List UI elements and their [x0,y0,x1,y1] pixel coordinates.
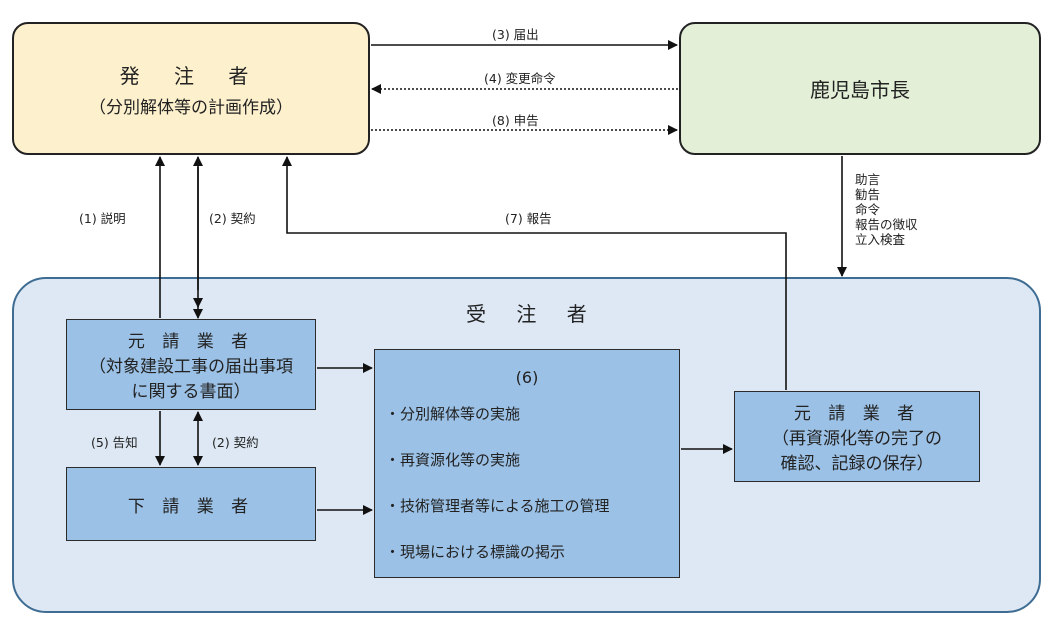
prime-contractor-left-line2: に関する書面） [131,382,251,402]
contractor-title: 受 注 者 [466,302,599,326]
obligation-item: ・技術管理者等による施工の管理 [385,497,610,515]
orderer-subtitle: （分別解体等の計画作成） [89,97,293,118]
prime-contractor-right-line1: （再資源化等の完了の [772,429,942,449]
mayor-title: 鹿児島市長 [810,78,910,102]
mayor-action-item: 報告の徴収 [855,217,918,232]
obligation-item: ・再資源化等の実施 [385,451,521,469]
obligations-box: (6) ・分別解体等の実施 ・再資源化等の実施 ・技術管理者等による施工の管理 … [374,349,680,578]
contract-bottom-label: (2) 契約 [212,435,259,450]
mayor-action-item: 勧告 [855,187,881,202]
mayor-action-item: 立入検査 [855,232,906,247]
orderer-title: 発 注 者 [119,63,263,88]
subcontractor-title: 下 請 業 者 [127,496,255,517]
prime-contractor-right-title: 元 請 業 者 [793,404,921,424]
mayor-actions-list: 助言 勧告 命令 報告の徴収 立入検査 [855,172,918,247]
explanation-label: (1) 説明 [79,211,126,226]
notice-label: (5) 告知 [91,435,138,450]
report-arrow [282,156,787,390]
obligations-title: (6) [515,368,539,387]
subcontractor-box: 下 請 業 者 [66,467,316,541]
obligation-item: ・現場における標識の掲示 [385,543,566,561]
obligation-item: ・分別解体等の実施 [385,405,521,423]
report-label: (7) 報告 [505,211,552,226]
notification-label: (3) 届出 [492,27,539,42]
mayor-action-item: 助言 [855,172,881,187]
declaration-label: (8) 申告 [492,113,539,128]
mayor-box: 鹿児島市長 [679,22,1041,155]
orderer-box: 発 注 者 （分別解体等の計画作成） [12,22,370,155]
contract-top-label: (2) 契約 [209,211,256,226]
prime-contractor-left-title: 元 請 業 者 [127,332,255,352]
mayor-action-item: 命令 [855,202,881,217]
prime-contractor-left-line1: （対象建設工事の届出事項 [89,357,293,377]
change-order-label: (4) 変更命令 [484,71,556,86]
prime-contractor-box-right: 元 請 業 者 （再資源化等の完了の 確認、記録の保存） [734,391,980,482]
prime-contractor-box-left: 元 請 業 者 （対象建設工事の届出事項 に関する書面） [66,319,316,410]
prime-contractor-right-line2: 確認、記録の保存） [780,454,934,474]
